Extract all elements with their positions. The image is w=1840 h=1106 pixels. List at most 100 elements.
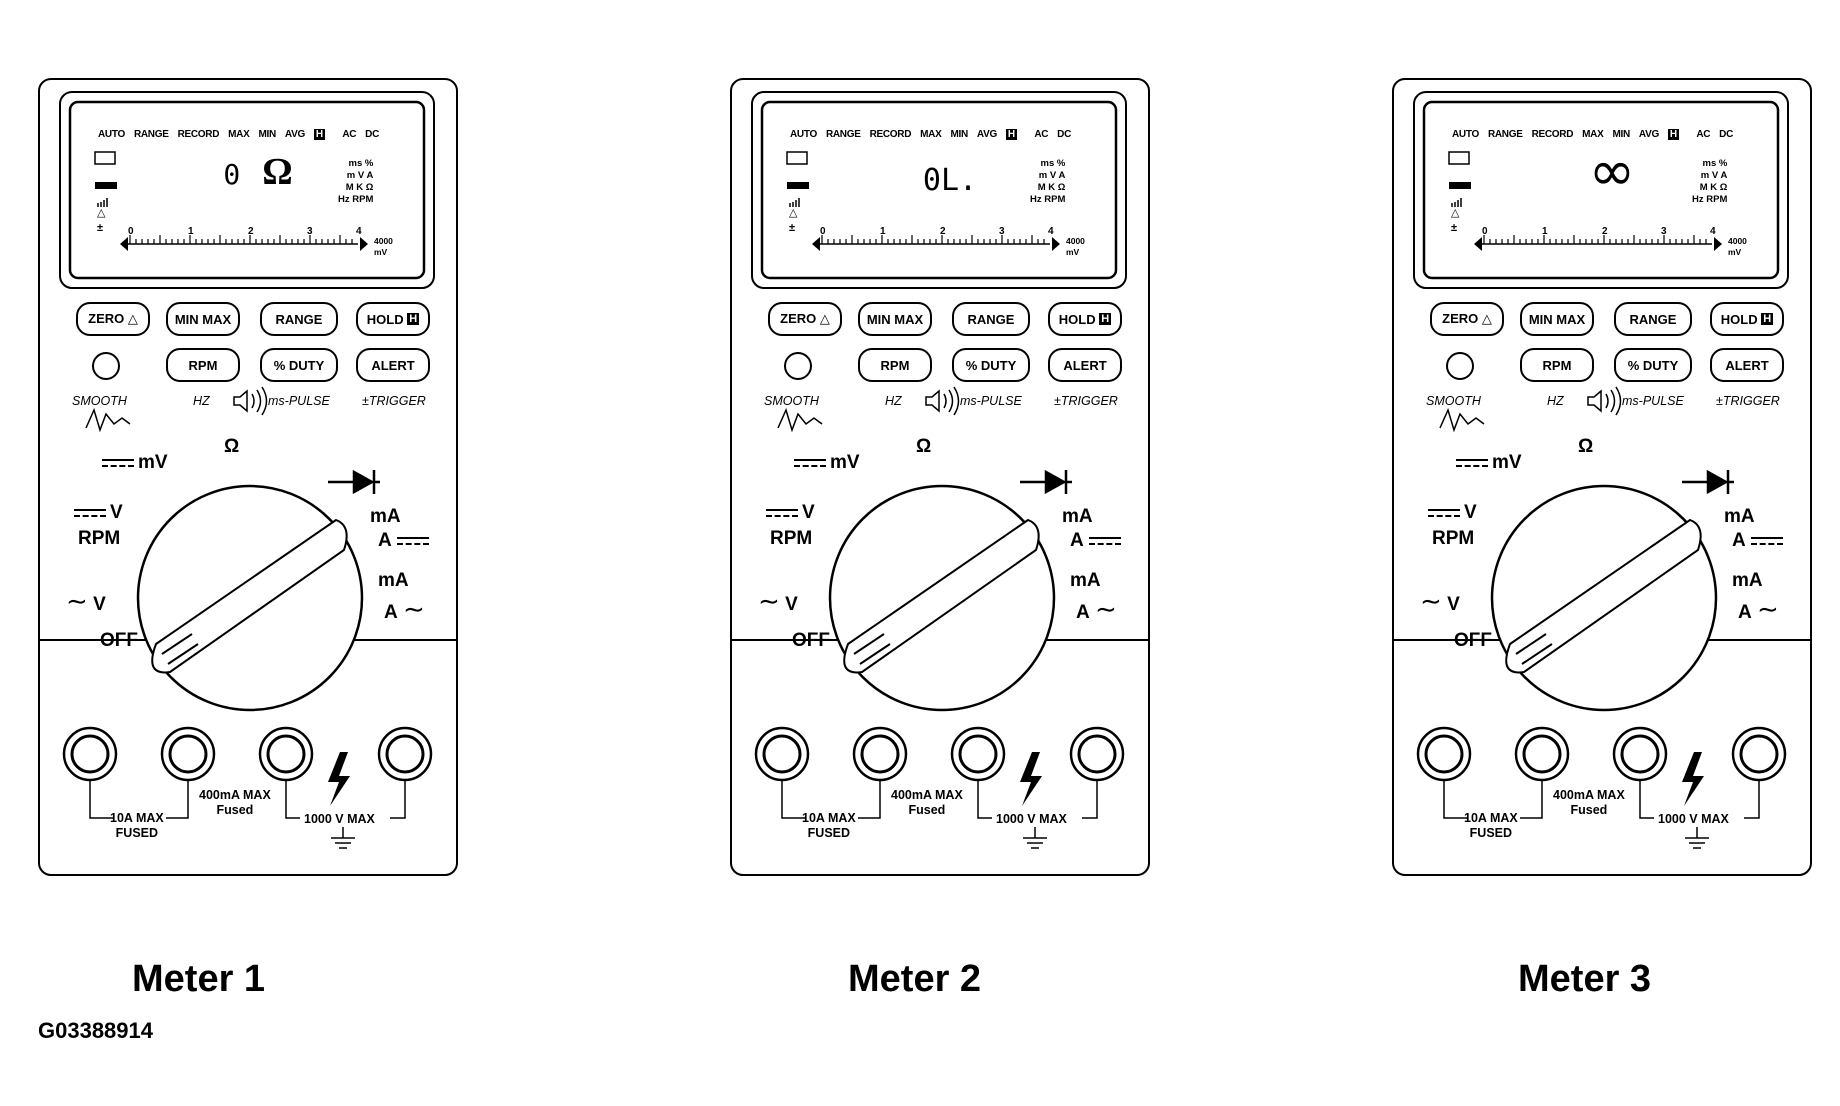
input-jack-com[interactable] (950, 726, 1006, 782)
ground-icon (331, 820, 355, 849)
plusminus-indicator: ± (97, 222, 104, 234)
meter-body-drawing (730, 78, 1150, 876)
smooth-button[interactable] (92, 352, 120, 380)
meter-1-caption: Meter 1 (132, 958, 266, 1000)
duty-button[interactable]: % DUTY (260, 348, 338, 382)
meter-2-caption: Meter 2 (848, 958, 982, 1000)
trigger-label: ±TRIGGER (362, 394, 426, 408)
duty-button[interactable]: % DUTY (1614, 348, 1692, 382)
battery-icon (786, 151, 808, 165)
input-jack-10a[interactable] (754, 726, 810, 782)
zero-button[interactable]: ZERO △ (768, 302, 842, 336)
min-max-button[interactable]: MIN MAX (166, 302, 240, 336)
hz-label: HZ (885, 394, 902, 408)
input-jack-volt[interactable] (1069, 726, 1125, 782)
hold-indicator: H (1667, 129, 1679, 140)
battery-icon (94, 151, 116, 165)
label-1000v: 1000 V MAX (304, 812, 375, 827)
meter-3-caption: Meter 3 (1518, 958, 1652, 1000)
zero-button[interactable]: ZERO △ (1430, 302, 1504, 336)
lcd-reading: ∞ (1512, 144, 1712, 200)
input-jack-com[interactable] (1612, 726, 1668, 782)
dial-a-dc: A (378, 530, 433, 552)
zero-button[interactable]: ZERO △ (76, 302, 150, 336)
smooth-button[interactable] (1446, 352, 1474, 380)
duty-button[interactable]: % DUTY (952, 348, 1030, 382)
dial-ma-ac: mA (1732, 570, 1763, 591)
hold-button[interactable]: HOLD H (356, 302, 430, 336)
bracket-volt (285, 780, 406, 819)
negative-bar-icon (95, 182, 117, 189)
dial-off: OFF (792, 630, 830, 651)
infinity-symbol: ∞ (1588, 139, 1636, 204)
ground-icon (1685, 820, 1709, 849)
dial-a-ac: A ∼ (1076, 594, 1117, 624)
input-jack-volt[interactable] (1731, 726, 1787, 782)
smooth-label: SMOOTH (764, 394, 819, 408)
input-jack-com[interactable] (258, 726, 314, 782)
smooth-button[interactable] (784, 352, 812, 380)
min-max-button[interactable]: MIN MAX (1520, 302, 1594, 336)
speaker-icon (925, 386, 960, 416)
dial-v-ac: ∼ V (1420, 586, 1460, 616)
plusminus-indicator: ± (1451, 222, 1458, 234)
hold-button[interactable]: HOLD H (1710, 302, 1784, 336)
range-button[interactable]: RANGE (260, 302, 338, 336)
alert-button[interactable]: ALERT (1048, 348, 1122, 382)
input-jack-ma[interactable] (160, 726, 216, 782)
lightning-icon (1020, 752, 1042, 806)
signal-bars-icon (97, 198, 108, 207)
delta-indicator: △ (789, 207, 798, 219)
trigger-label: ±TRIGGER (1716, 394, 1780, 408)
dial-off: OFF (100, 630, 138, 651)
min-max-button[interactable]: MIN MAX (858, 302, 932, 336)
input-jack-10a[interactable] (62, 726, 118, 782)
hz-label: HZ (193, 394, 210, 408)
rpm-button[interactable]: RPM (858, 348, 932, 382)
dial-v-dc: V (766, 502, 815, 524)
dial-ma-dc: mA (1724, 506, 1755, 527)
label-1000v: 1000 V MAX (996, 812, 1067, 827)
rpm-button[interactable]: RPM (1520, 348, 1594, 382)
dial-a-ac: A ∼ (384, 594, 425, 624)
dial-ohm: Ω (916, 436, 932, 457)
alert-button[interactable]: ALERT (1710, 348, 1784, 382)
smooth-label: SMOOTH (72, 394, 127, 408)
input-jack-ma[interactable] (1514, 726, 1570, 782)
dial-ma-dc: mA (1062, 506, 1093, 527)
speaker-icon (1587, 386, 1622, 416)
ms-pulse-label: ms-PULSE (960, 394, 1022, 408)
smooth-wave-icon (85, 407, 131, 433)
input-jack-10a[interactable] (1416, 726, 1472, 782)
rpm-button[interactable]: RPM (166, 348, 240, 382)
dial-v-dc: V (74, 502, 123, 524)
input-jack-volt[interactable] (377, 726, 433, 782)
ohm-unit-symbol: Ω (262, 151, 293, 193)
dial-rpm: RPM (78, 528, 121, 549)
hold-button[interactable]: HOLD H (1048, 302, 1122, 336)
dial-mv-dc: mV (1456, 452, 1522, 474)
dial-off: OFF (1454, 630, 1492, 651)
speaker-icon (233, 386, 268, 416)
diode-icon (1020, 469, 1072, 495)
alert-button[interactable]: ALERT (356, 348, 430, 382)
delta-indicator: △ (1451, 207, 1460, 219)
dial-a-ac: A ∼ (1738, 594, 1779, 624)
bargraph-ticks (129, 235, 353, 244)
range-button[interactable]: RANGE (1614, 302, 1692, 336)
dial-ma-ac: mA (1070, 570, 1101, 591)
input-jack-ma[interactable] (852, 726, 908, 782)
dial-v-ac: ∼ V (758, 586, 798, 616)
range-button[interactable]: RANGE (952, 302, 1030, 336)
